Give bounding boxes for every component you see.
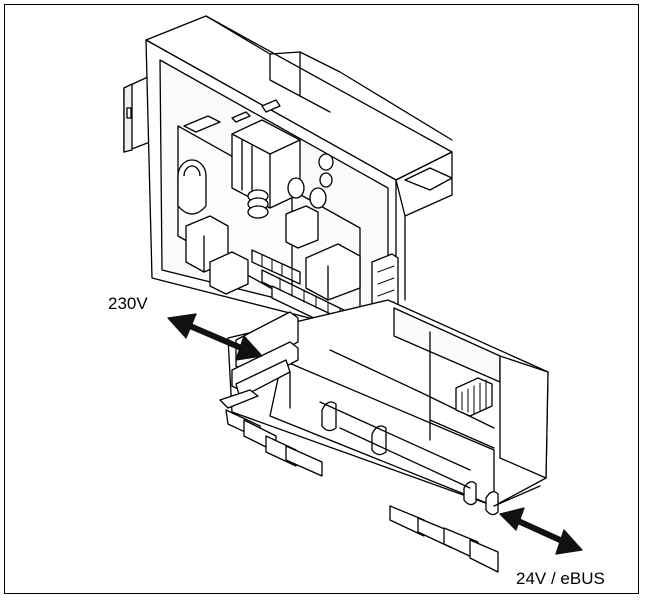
mounting-bracket [123, 75, 151, 153]
figure-frame [4, 4, 639, 594]
mains-voltage-label: 230V [108, 294, 148, 313]
circuit-board [177, 99, 399, 343]
mains-arrow [167, 313, 263, 361]
cable-clip-row-right [389, 505, 499, 573]
cable-clip-row-left [219, 389, 323, 477]
bus-voltage-label: 24V / eBUS [516, 569, 605, 588]
bus-arrow [499, 507, 583, 555]
terminal-housing [219, 299, 549, 573]
